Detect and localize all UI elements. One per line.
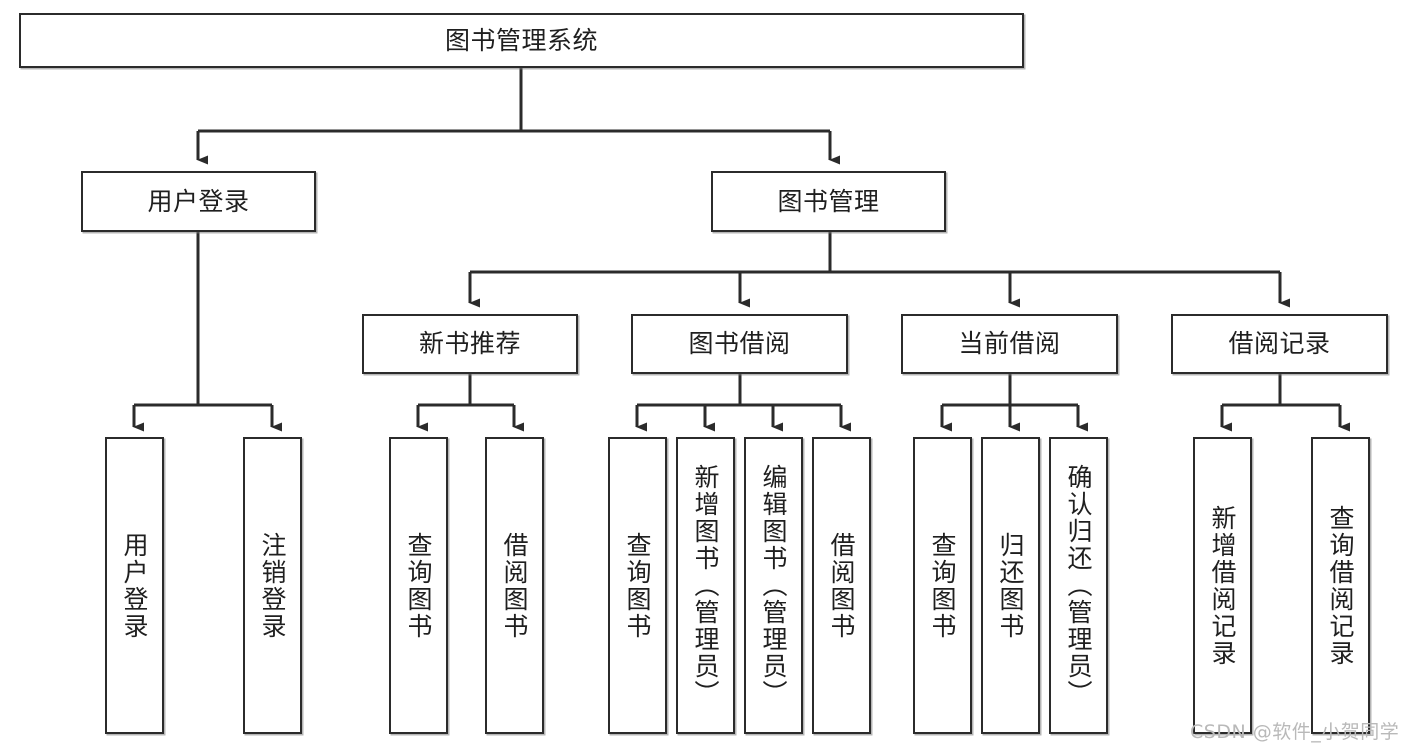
node-leaf-user-login[interactable]: 用户登录 bbox=[105, 437, 164, 734]
node-leaf-query-borrow-record[interactable]: 查询借阅记录 bbox=[1311, 437, 1370, 734]
node-label: 图书管理系统 bbox=[444, 25, 598, 55]
node-leaf-query-book-borrow[interactable]: 查询图书 bbox=[608, 437, 667, 734]
node-leaf-query-book-current[interactable]: 查询图书 bbox=[913, 437, 972, 734]
node-book-manage[interactable]: 图书管理 bbox=[711, 171, 946, 232]
node-label: 用户登录 bbox=[147, 186, 250, 216]
node-label: 查询图书 bbox=[623, 531, 652, 640]
node-label: 用户登录 bbox=[120, 531, 149, 640]
node-label: 归还图书 bbox=[996, 531, 1025, 640]
node-user-login[interactable]: 用户登录 bbox=[81, 171, 316, 232]
node-label: 图书管理 bbox=[777, 186, 880, 216]
node-leaf-confirm-return-admin[interactable]: 确认归还（管理员） bbox=[1049, 437, 1108, 734]
csdn-watermark: CSDN @软件_小贺同学 bbox=[1190, 721, 1400, 743]
node-current-borrow[interactable]: 当前借阅 bbox=[901, 314, 1118, 374]
node-label: 借阅记录 bbox=[1228, 329, 1331, 358]
node-leaf-add-borrow-record[interactable]: 新增借阅记录 bbox=[1193, 437, 1252, 734]
node-leaf-borrow-book-recommend[interactable]: 借阅图书 bbox=[485, 437, 544, 734]
node-label: 新增借阅记录 bbox=[1208, 504, 1237, 667]
node-new-book-recommend[interactable]: 新书推荐 bbox=[362, 314, 578, 374]
node-label: 新书推荐 bbox=[418, 329, 521, 358]
node-leaf-borrow-book-borrow[interactable]: 借阅图书 bbox=[812, 437, 871, 734]
node-leaf-add-book-admin[interactable]: 新增图书（管理员） bbox=[676, 437, 735, 734]
node-leaf-query-book-recommend[interactable]: 查询图书 bbox=[389, 437, 448, 734]
node-label: 图书借阅 bbox=[688, 329, 791, 358]
node-label: 查询图书 bbox=[404, 531, 433, 640]
node-label: 编辑图书（管理员） bbox=[759, 464, 788, 707]
node-label: 借阅图书 bbox=[500, 531, 529, 640]
node-label: 确认归还（管理员） bbox=[1064, 464, 1093, 707]
node-borrow-record[interactable]: 借阅记录 bbox=[1171, 314, 1388, 374]
node-book-borrow[interactable]: 图书借阅 bbox=[631, 314, 848, 374]
node-leaf-logout-login[interactable]: 注销登录 bbox=[243, 437, 302, 734]
node-label: 注销登录 bbox=[258, 531, 287, 640]
node-leaf-edit-book-admin[interactable]: 编辑图书（管理员） bbox=[744, 437, 803, 734]
node-label: 新增图书（管理员） bbox=[691, 464, 720, 707]
node-label: 当前借阅 bbox=[958, 329, 1061, 358]
node-leaf-return-book[interactable]: 归还图书 bbox=[981, 437, 1040, 734]
node-root-book-management-system[interactable]: 图书管理系统 bbox=[19, 13, 1024, 68]
node-label: 查询图书 bbox=[928, 531, 957, 640]
node-label: 借阅图书 bbox=[827, 531, 856, 640]
node-label: 查询借阅记录 bbox=[1326, 504, 1355, 667]
